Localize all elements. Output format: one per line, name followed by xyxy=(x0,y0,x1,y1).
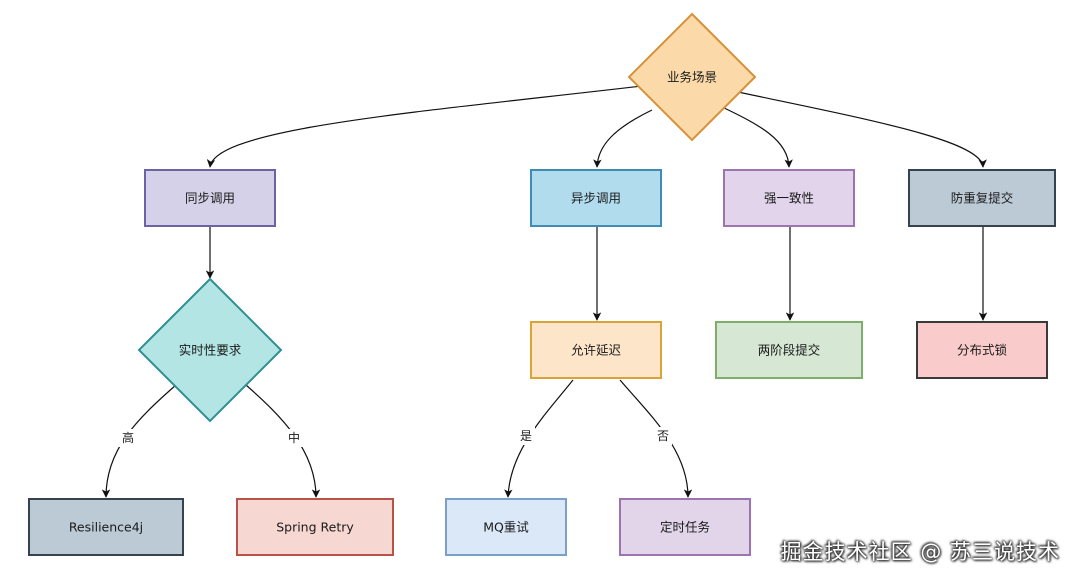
node-label-root: 业务场景 xyxy=(667,70,717,85)
node-twophase: 两阶段提交 xyxy=(715,321,863,379)
process-box xyxy=(530,321,662,379)
process-box xyxy=(916,321,1048,379)
node-spring: Spring Retry xyxy=(236,498,394,556)
edge-label-realtime-to-spring: 中 xyxy=(288,430,300,445)
edge-realtime-to-spring xyxy=(245,384,321,498)
node-label-async: 异步调用 xyxy=(571,191,621,206)
edge-root-to-dedupe xyxy=(737,91,987,168)
node-label-realtime: 实时性要求 xyxy=(179,343,242,358)
process-box xyxy=(236,498,394,556)
edges-layer: 高中是否 xyxy=(101,85,988,498)
edge-label-background xyxy=(285,429,303,447)
edge-label-background xyxy=(517,427,535,445)
process-box xyxy=(144,169,276,227)
process-box xyxy=(619,498,751,556)
node-root: 业务场景 xyxy=(627,12,757,142)
node-strong: 强一致性 xyxy=(723,169,855,227)
edge-root-to-strong xyxy=(719,105,793,168)
process-box xyxy=(530,169,662,227)
edge-label-background xyxy=(119,429,137,447)
edge-label-delay-to-mq: 是 xyxy=(520,429,532,443)
node-label-timer: 定时任务 xyxy=(660,520,710,535)
node-label-lock: 分布式锁 xyxy=(957,343,1008,358)
process-box xyxy=(908,169,1056,227)
edge-realtime-to-resilience xyxy=(101,384,177,498)
process-box xyxy=(723,169,855,227)
node-label-mq: MQ重试 xyxy=(483,520,529,535)
edge-root-to-async xyxy=(593,109,653,168)
node-label-delay: 允许延迟 xyxy=(571,343,622,358)
node-resilience: Resilience4j xyxy=(28,498,184,556)
node-delay: 允许延迟 xyxy=(530,321,662,379)
node-label-sync: 同步调用 xyxy=(185,191,235,206)
process-box xyxy=(715,321,863,379)
edge-label-background xyxy=(654,427,672,445)
node-label-spring: Spring Retry xyxy=(276,520,354,535)
process-box xyxy=(28,498,184,556)
node-label-strong: 强一致性 xyxy=(764,191,814,206)
node-lock: 分布式锁 xyxy=(916,321,1048,379)
node-realtime: 实时性要求 xyxy=(137,277,283,423)
edge-label-delay-to-timer: 否 xyxy=(657,429,669,443)
node-label-dedupe: 防重复提交 xyxy=(951,191,1014,206)
node-sync: 同步调用 xyxy=(144,169,276,227)
node-timer: 定时任务 xyxy=(619,498,751,556)
node-mq: MQ重试 xyxy=(445,498,567,556)
decision-diamond xyxy=(137,277,283,423)
node-label-twophase: 两阶段提交 xyxy=(758,343,821,358)
decision-diamond xyxy=(627,12,757,142)
watermark: 掘金技术社区 @ 苏三说技术 xyxy=(780,540,1060,564)
node-dedupe: 防重复提交 xyxy=(908,169,1056,227)
edge-root-to-sync xyxy=(206,85,643,168)
node-label-resilience: Resilience4j xyxy=(69,520,143,535)
edge-label-realtime-to-resilience: 高 xyxy=(122,430,134,445)
process-box xyxy=(445,498,567,556)
node-async: 异步调用 xyxy=(530,169,662,227)
